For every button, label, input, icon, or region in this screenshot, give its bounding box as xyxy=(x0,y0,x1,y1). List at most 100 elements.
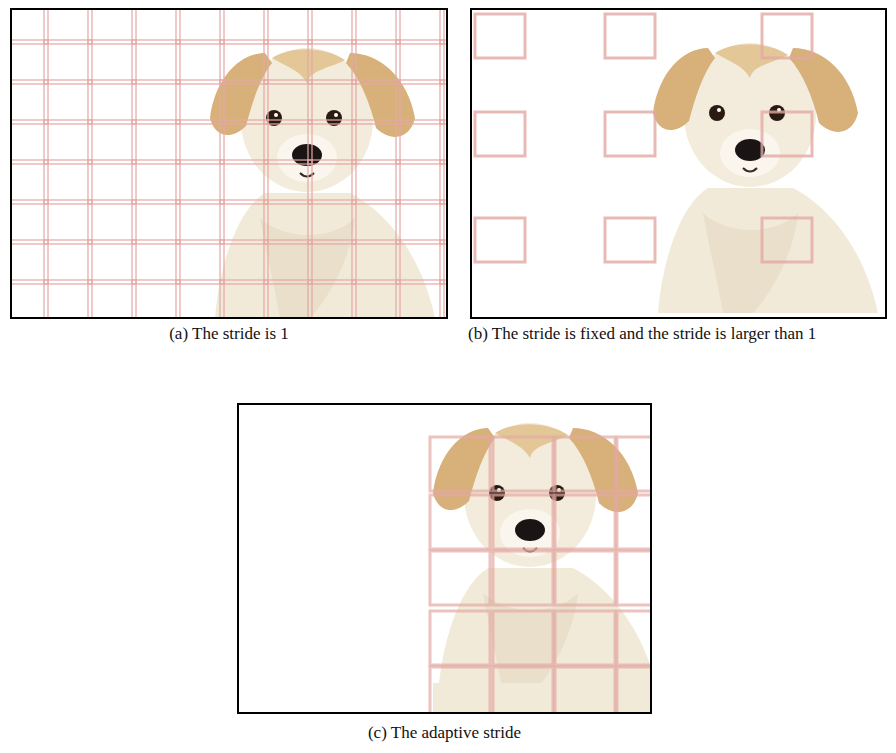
adaptive-window xyxy=(617,551,652,605)
stride-window xyxy=(44,280,92,319)
stride-window xyxy=(10,80,48,124)
stride-window xyxy=(308,240,356,284)
stride-window xyxy=(132,40,180,84)
stride-window xyxy=(308,80,356,124)
stride-window xyxy=(220,240,268,284)
stride-window xyxy=(44,240,92,284)
stride-window xyxy=(396,280,444,319)
stride-window xyxy=(352,200,400,244)
stride-window xyxy=(220,120,268,164)
stride-window xyxy=(88,40,136,84)
stride-window xyxy=(308,200,356,244)
stride-window xyxy=(352,160,400,204)
adaptive-window xyxy=(430,495,490,549)
stride-window xyxy=(605,218,655,262)
stride-window xyxy=(396,200,444,244)
stride-window xyxy=(352,8,400,44)
adaptive-window xyxy=(493,667,553,714)
stride-window xyxy=(264,160,312,204)
stride-window xyxy=(176,120,224,164)
stride-window xyxy=(10,120,48,164)
adaptive-window xyxy=(430,611,490,665)
stride-window xyxy=(220,40,268,84)
stride-window xyxy=(88,280,136,319)
subfigure-caption: (c) The adaptive stride xyxy=(237,722,652,744)
stride-window xyxy=(352,240,400,284)
stride-window xyxy=(264,240,312,284)
stride-window xyxy=(10,8,48,44)
stride-window xyxy=(396,80,444,124)
stride-window xyxy=(220,280,268,319)
stride-window xyxy=(308,280,356,319)
stride-window xyxy=(176,40,224,84)
stride-window xyxy=(308,8,356,44)
stride-window xyxy=(132,200,180,244)
stride-window xyxy=(88,240,136,284)
stride-window xyxy=(605,112,655,156)
stride-window xyxy=(396,40,444,84)
stride-window xyxy=(44,80,92,124)
adaptive-window xyxy=(555,667,615,714)
stride-window xyxy=(264,120,312,164)
stride-window xyxy=(132,160,180,204)
stride-window xyxy=(176,240,224,284)
stride-window xyxy=(10,280,48,319)
adaptive-window xyxy=(493,495,553,549)
panel-b-illustration xyxy=(470,8,887,319)
stride-window xyxy=(264,80,312,124)
adaptive-window xyxy=(493,611,553,665)
adaptive-window xyxy=(617,495,652,549)
stride-window xyxy=(176,160,224,204)
stride-window xyxy=(264,280,312,319)
stride-window xyxy=(762,14,812,58)
stride-window xyxy=(264,8,312,44)
panel-a-illustration xyxy=(10,8,448,319)
adaptive-window xyxy=(430,437,490,491)
adaptive-window xyxy=(617,437,652,491)
stride-window xyxy=(176,200,224,244)
stride-window xyxy=(176,8,224,44)
panel-c-illustration xyxy=(237,403,652,714)
stride-window xyxy=(132,80,180,124)
stride-window xyxy=(396,240,444,284)
stride-window xyxy=(762,112,812,156)
stride-window xyxy=(264,200,312,244)
stride-window xyxy=(475,218,525,262)
stride-window xyxy=(44,8,92,44)
stride-window xyxy=(88,80,136,124)
stride-window xyxy=(88,120,136,164)
stride-window xyxy=(132,120,180,164)
stride-window xyxy=(475,14,525,58)
stride-window xyxy=(10,40,48,84)
adaptive-window xyxy=(555,611,615,665)
stride-window xyxy=(352,280,400,319)
adaptive-window xyxy=(617,611,652,665)
stride-window xyxy=(44,40,92,84)
stride-window xyxy=(762,218,812,262)
stride-window xyxy=(44,120,92,164)
adaptive-window xyxy=(493,551,553,605)
stride-window xyxy=(10,160,48,204)
stride-window xyxy=(132,280,180,319)
stride-window xyxy=(132,240,180,284)
stride-window xyxy=(44,160,92,204)
stride-window xyxy=(220,160,268,204)
stride-window xyxy=(88,200,136,244)
stride-window xyxy=(352,120,400,164)
stride-window xyxy=(10,240,48,284)
stride-window xyxy=(352,40,400,84)
stride-window xyxy=(396,120,444,164)
stride-window xyxy=(220,8,268,44)
subfigure-caption: (a) The stride is 1 xyxy=(10,323,448,345)
adaptive-window xyxy=(555,495,615,549)
adaptive-window xyxy=(555,437,615,491)
adaptive-window xyxy=(430,667,490,714)
adaptive-window xyxy=(493,437,553,491)
stride-window xyxy=(308,120,356,164)
stride-window xyxy=(264,40,312,84)
stride-window xyxy=(88,8,136,44)
adaptive-window xyxy=(617,667,652,714)
adaptive-window xyxy=(430,551,490,605)
stride-window xyxy=(132,8,180,44)
stride-window xyxy=(396,8,444,44)
